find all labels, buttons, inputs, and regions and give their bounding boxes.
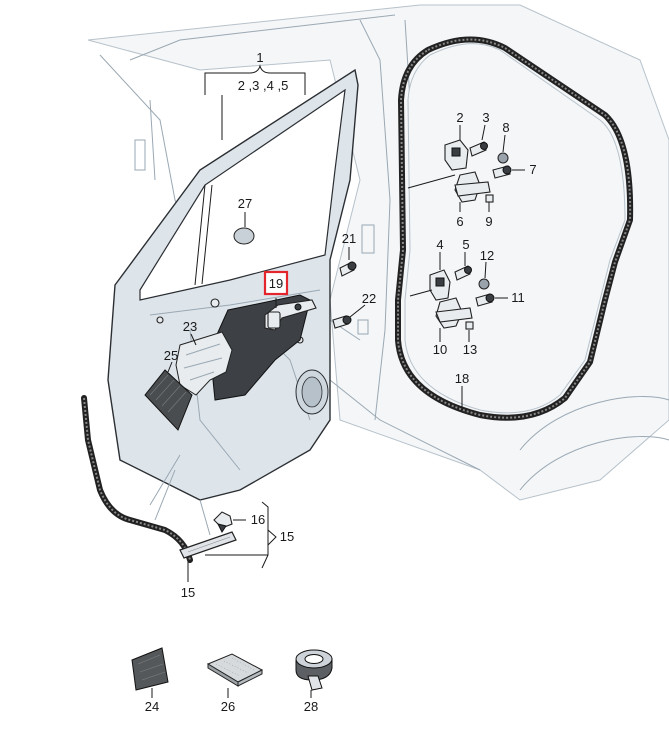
part-27-plug: 27 <box>233 196 255 245</box>
callout-18-group: 18 <box>455 371 469 410</box>
callout-24: 24 <box>145 699 159 714</box>
callout-19: 19 <box>269 276 283 291</box>
callout-15b: 15 <box>280 529 294 544</box>
callout-1-group: 1 2 ,3 ,4 ,5 <box>204 50 306 140</box>
callout-5: 5 <box>462 237 469 252</box>
callout-26: 26 <box>221 699 235 714</box>
callout-25: 25 <box>164 348 178 363</box>
callout-10: 10 <box>433 342 447 357</box>
callout-15a: 15 <box>181 585 195 600</box>
part-24-pad: 24 <box>131 647 169 714</box>
callout-21: 21 <box>342 231 356 246</box>
callout-16: 16 <box>251 512 265 527</box>
door-seal-part-18 <box>395 36 634 421</box>
callout-11: 11 <box>511 290 525 305</box>
door-panel <box>107 68 359 501</box>
callout-6: 6 <box>456 214 463 229</box>
lower-hinge-group: 4 5 12 11 10 13 <box>409 237 525 357</box>
callout-1: 1 <box>256 50 263 65</box>
part-19-door-check: 19 <box>263 270 317 331</box>
callout-27: 27 <box>238 196 252 211</box>
highlight-box-19 <box>263 270 289 296</box>
callout-13: 13 <box>463 342 477 357</box>
callout-28: 28 <box>304 699 318 714</box>
callout-23: 23 <box>183 319 197 334</box>
part-26-pad: 26 <box>206 653 264 714</box>
callout-12: 12 <box>480 248 494 263</box>
upper-hinge-group: 2 3 8 7 6 9 <box>407 110 537 229</box>
callout-8: 8 <box>502 120 509 135</box>
lower-door-seal-part-15: 15 15 <box>81 395 294 600</box>
part-28-tape-roll: 28 <box>295 649 333 714</box>
callout-18: 18 <box>455 371 469 386</box>
part-23-insulation: 23 <box>175 319 233 396</box>
callout-3: 3 <box>482 110 489 125</box>
part-21-bolt: 21 <box>339 231 357 277</box>
callout-9: 9 <box>485 214 492 229</box>
part-25-pad: 25 <box>144 348 193 431</box>
part-22-bolt: 22 <box>332 291 376 329</box>
callout-7: 7 <box>529 162 536 177</box>
callout-2: 2 <box>456 110 463 125</box>
callout-22: 22 <box>362 291 376 306</box>
callout-4: 4 <box>436 237 443 252</box>
callout-1-sub: 2 ,3 ,4 ,5 <box>238 78 289 93</box>
part-16-clip: 16 <box>213 511 265 533</box>
